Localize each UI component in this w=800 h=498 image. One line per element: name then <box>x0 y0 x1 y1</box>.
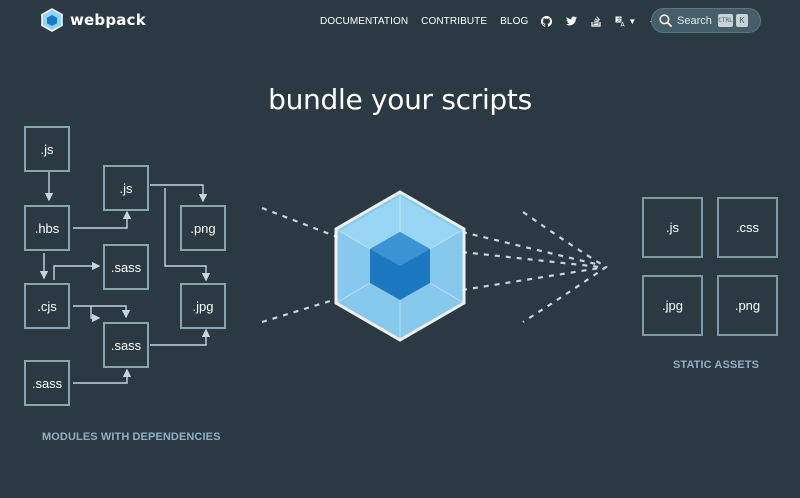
search-label: Search <box>677 14 712 27</box>
dependency-arrow <box>150 184 208 203</box>
nav-blog[interactable]: BLOG <box>500 15 529 27</box>
dependency-arrow <box>73 210 132 229</box>
module-box: .js <box>103 165 149 211</box>
module-box: .sass <box>24 360 70 406</box>
nav-documentation[interactable]: DOCUMENTATION <box>320 15 409 27</box>
nav-contribute[interactable]: CONTRIBUTE <box>421 15 488 27</box>
asset-box: .js <box>642 197 703 258</box>
module-box: .js <box>24 126 70 172</box>
assets-caption: STATIC ASSETS <box>673 359 760 371</box>
module-box: .png <box>180 205 226 251</box>
module-box: .cjs <box>24 283 70 329</box>
asset-box: .png <box>717 275 778 336</box>
translate-icon[interactable]: 文 A ▼ <box>615 16 636 27</box>
site-header: webpack DOCUMENTATION CONTRIBUTE BLOG <box>0 0 800 40</box>
dependency-arrow <box>53 261 101 280</box>
asset-box: .css <box>717 197 778 258</box>
logo-text: webpack <box>70 11 146 29</box>
dependency-arrow <box>150 328 211 346</box>
twitter-icon[interactable] <box>566 16 578 26</box>
dependency-arrow <box>90 306 101 323</box>
svg-text:文: 文 <box>617 16 622 23</box>
webpack-cube <box>334 190 466 342</box>
module-box: .jpg <box>180 283 226 329</box>
module-box: .hbs <box>24 205 70 251</box>
webpack-logo-icon <box>41 8 63 32</box>
flow-line <box>261 296 341 324</box>
shortcut-k-key: K <box>736 14 748 27</box>
stack-overflow-icon[interactable] <box>591 15 601 27</box>
shortcut-ctrl-key: CTRL <box>718 14 733 27</box>
flow-line <box>461 250 601 269</box>
flow-line <box>261 206 341 240</box>
main-nav: DOCUMENTATION CONTRIBUTE BLOG <box>320 12 675 30</box>
svg-text:A: A <box>621 21 626 26</box>
flow-line <box>461 266 601 292</box>
dependency-arrow <box>73 368 132 384</box>
logo-link[interactable]: webpack <box>40 8 146 32</box>
module-box: .sass <box>103 322 149 368</box>
github-icon[interactable] <box>541 15 553 27</box>
search-button[interactable]: Search CTRL K <box>651 8 761 33</box>
flow-line <box>461 230 601 267</box>
search-icon <box>659 14 672 27</box>
module-box: .sass <box>103 244 149 290</box>
modules-caption: MODULES WITH DEPENDENCIES <box>42 431 221 443</box>
chevron-down-icon: ▼ <box>628 16 637 26</box>
asset-box: .jpg <box>642 275 703 336</box>
dependency-arrow <box>73 305 131 319</box>
flow-chevron <box>522 211 609 323</box>
hero-title: bundle your scripts <box>268 83 532 116</box>
